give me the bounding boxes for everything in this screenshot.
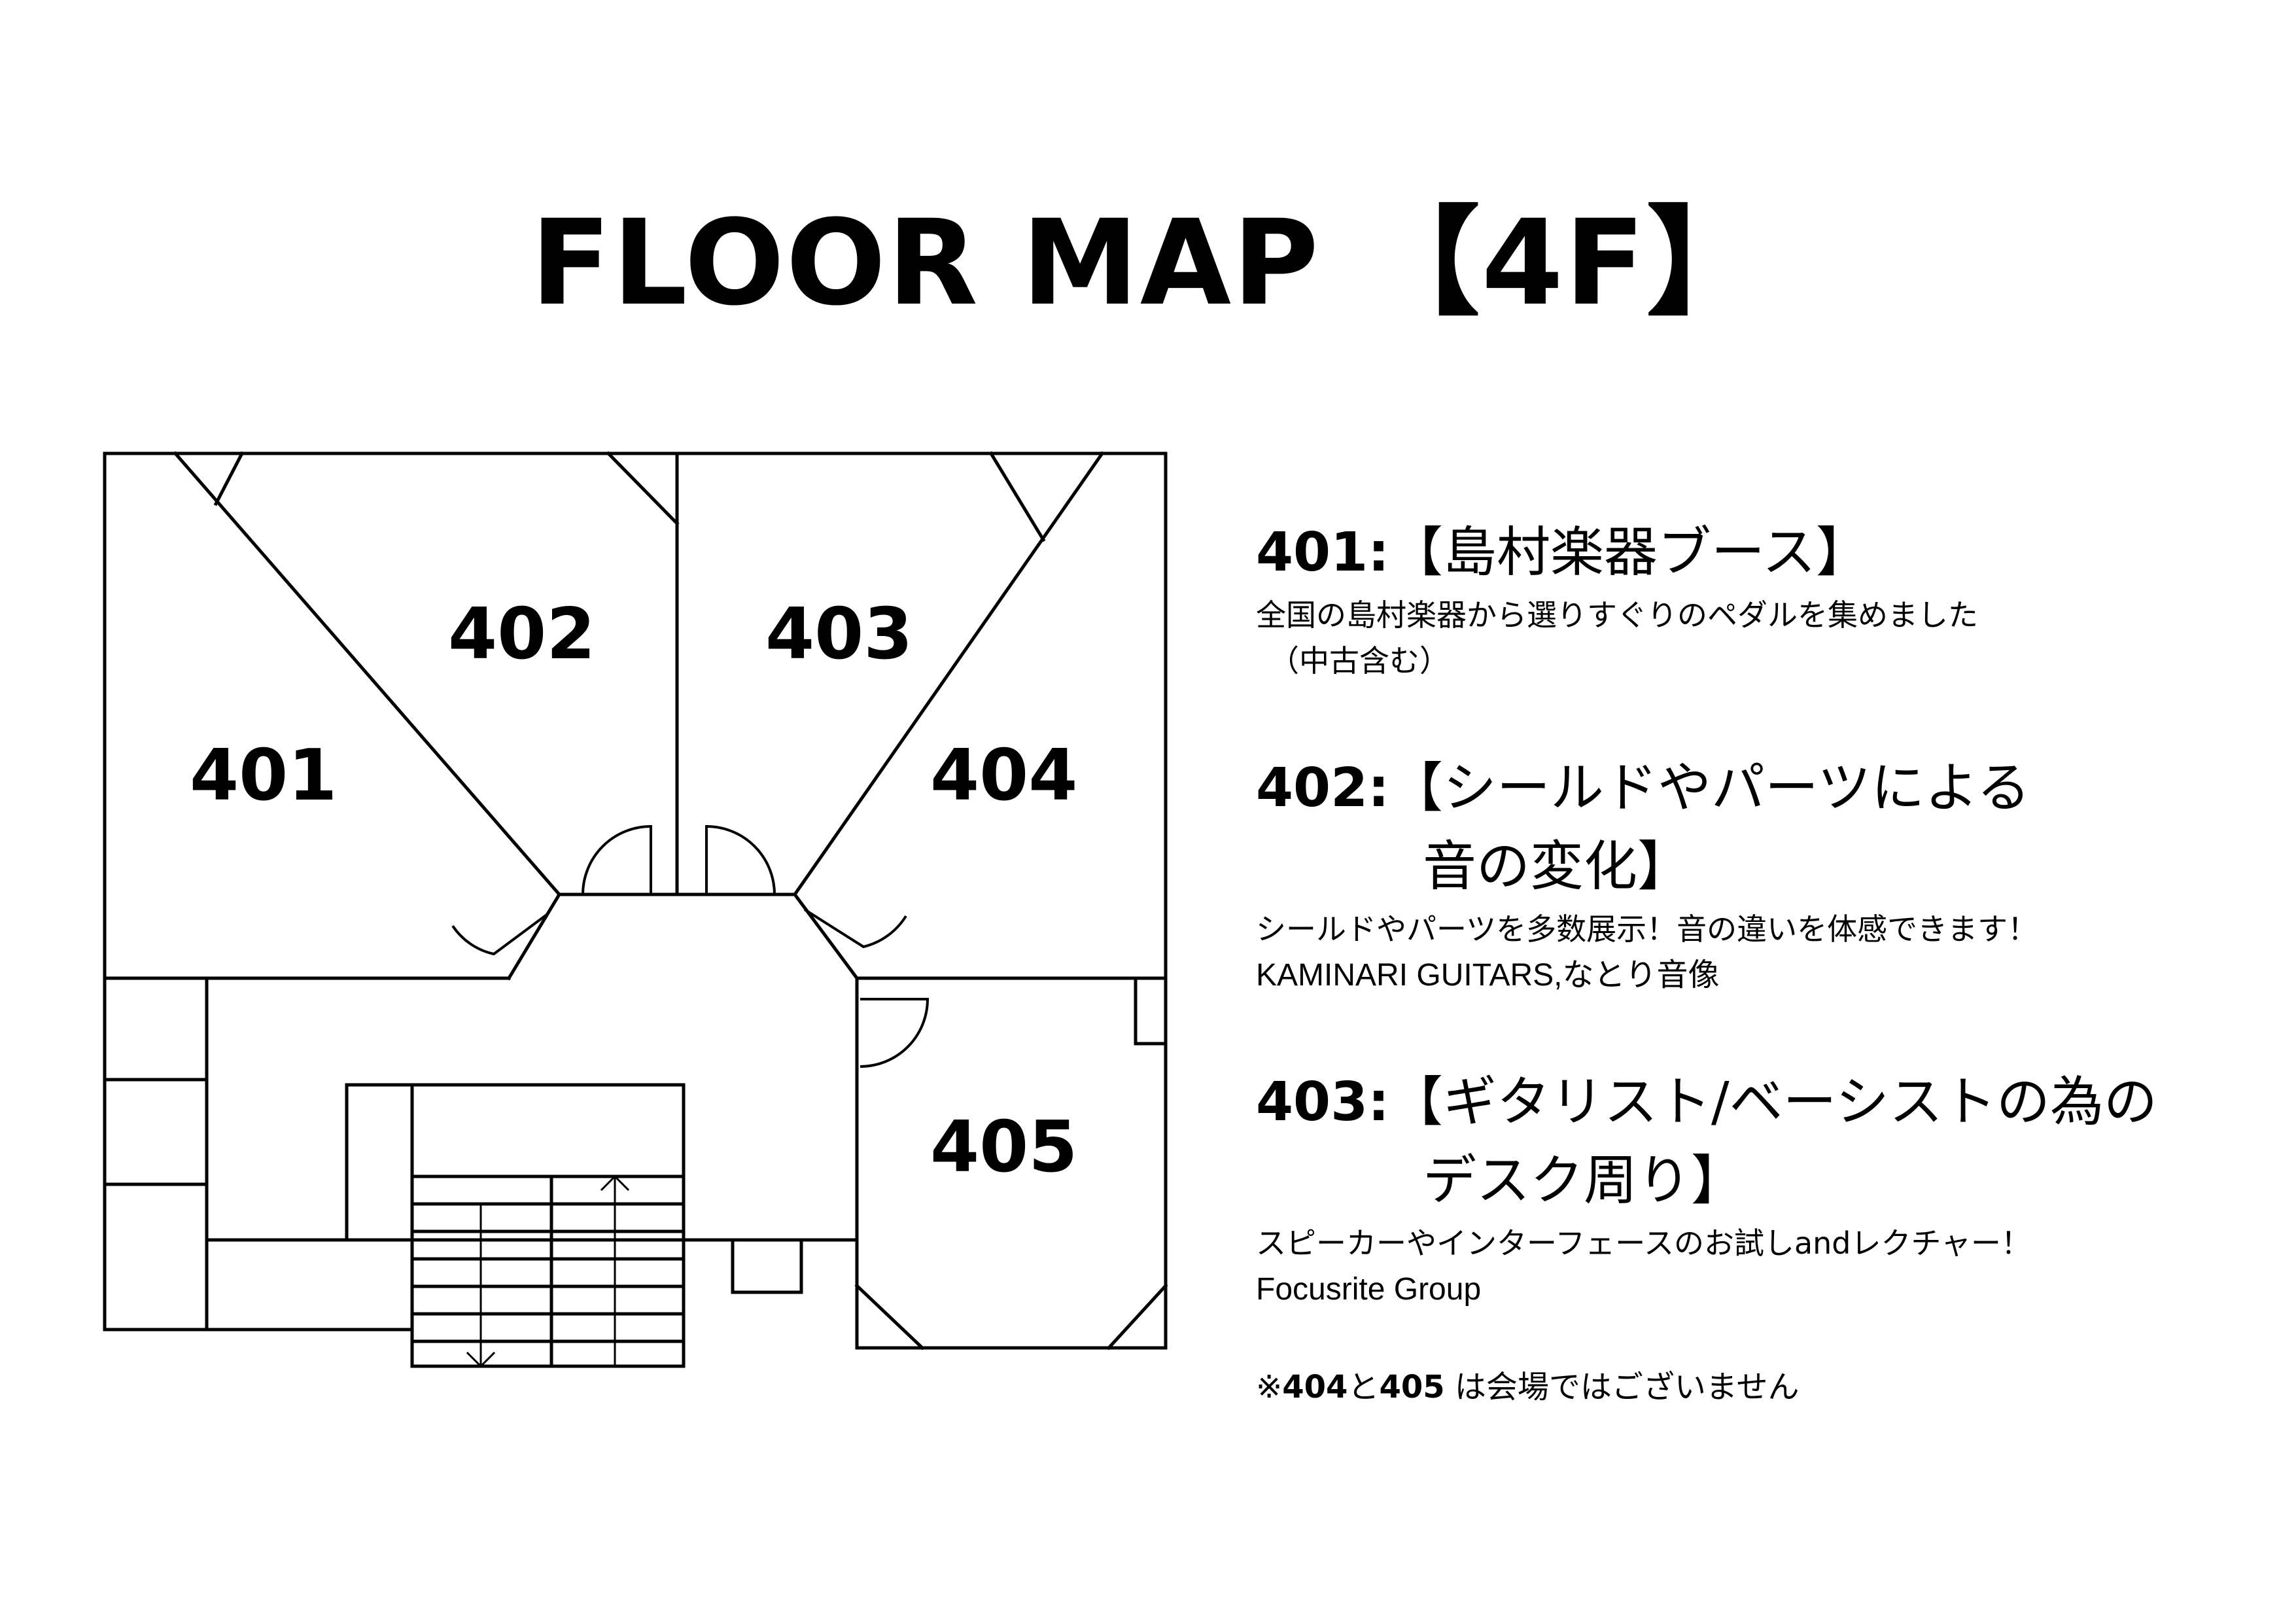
info-403-description: スピーカーやインターフェースのお試しandレクチャー！ (1256, 1226, 2032, 1261)
info-401-heading: 401:【島村楽器ブース】 (1256, 514, 1978, 592)
room-label-404: 404 (930, 735, 1077, 817)
door-404 (803, 908, 907, 949)
info-402-name-cont: 音の変化】 (1423, 836, 1692, 898)
room-label-405: 405 (930, 1106, 1077, 1188)
corridor-box (731, 1238, 803, 1294)
room-label-401: 401 (190, 735, 337, 817)
info-401-name: 【島村楽器ブース】 (1389, 521, 1870, 584)
left-rooms (103, 976, 209, 1332)
info-402-sponsor: KAMINARI GUITARS,なとり音像 (1256, 958, 1720, 993)
partition-401-402 (173, 451, 562, 897)
stairwell (345, 1083, 686, 1368)
room-405-corner-right (1106, 1283, 1168, 1350)
info-401-description: 全国の島村楽器から選りすぐりのペダルを集めました (1256, 597, 1978, 633)
info-402-heading: 402:【シールドやパーツによる (1256, 749, 2038, 828)
wall-outline (103, 451, 1168, 980)
partition-402-corner (606, 451, 680, 526)
venue-note: ※404と405 は会場ではございません (1256, 1361, 1799, 1407)
note-suffix: は会場ではございません (1444, 1369, 1800, 1405)
door-402 (582, 824, 652, 895)
info-402-name: 【シールドやパーツによる (1389, 757, 2030, 819)
info-402: 402:【シールドやパーツによる 音の変化】 シールドやパーツを多数展示！音の違… (1256, 749, 2038, 999)
info-401-number: 401: (1256, 521, 1389, 584)
stair-steps (410, 1174, 686, 1368)
note-prefix: ※ (1256, 1369, 1283, 1405)
info-402-description: シールドやパーツを多数展示！音の違いを体感できます！ (1256, 911, 2038, 947)
room-label-402: 402 (448, 593, 595, 675)
wall-left (103, 451, 414, 1332)
info-402-number: 402: (1256, 757, 1389, 819)
note-room-b: 405 (1379, 1369, 1445, 1405)
page-title: FLOOR MAP 【4F】 (531, 195, 1765, 332)
room-405-closet (1134, 976, 1168, 1046)
door-405 (860, 998, 930, 1068)
info-403-heading: 403:【ギタリスト/ベーシストの為の (1256, 1063, 2157, 1142)
stair-arrow-up (600, 1174, 630, 1368)
note-room-a: 404 (1282, 1369, 1348, 1405)
room-405-walls (855, 976, 1168, 1350)
info-403-name-cont: デスク周り】 (1423, 1150, 1745, 1212)
info-403: 403:【ギタリスト/ベーシストの為の デスク周り】 スピーカーやインターフェー… (1256, 1063, 2157, 1313)
room-label-403: 403 (765, 593, 913, 675)
info-401: 401:【島村楽器ブース】 全国の島村楽器から選りすぐりのペダルを集めました （… (1256, 514, 1978, 684)
room-405-corner-left (854, 1283, 925, 1350)
info-401-description-cont: （中古含む） (1269, 643, 1450, 679)
partition-403-corner (988, 451, 1046, 542)
note-mid: と (1348, 1369, 1380, 1405)
door-403 (705, 824, 776, 895)
door-401 (451, 913, 549, 956)
partition-403-404 (792, 451, 1105, 897)
stair-arrow-down (466, 1203, 496, 1368)
info-403-sponsor: Focusrite Group (1256, 1272, 1482, 1307)
info-403-number: 403: (1256, 1071, 1389, 1133)
info-403-name: 【ギタリスト/ベーシストの為の (1389, 1071, 2157, 1133)
partition-401-corner (213, 451, 245, 506)
